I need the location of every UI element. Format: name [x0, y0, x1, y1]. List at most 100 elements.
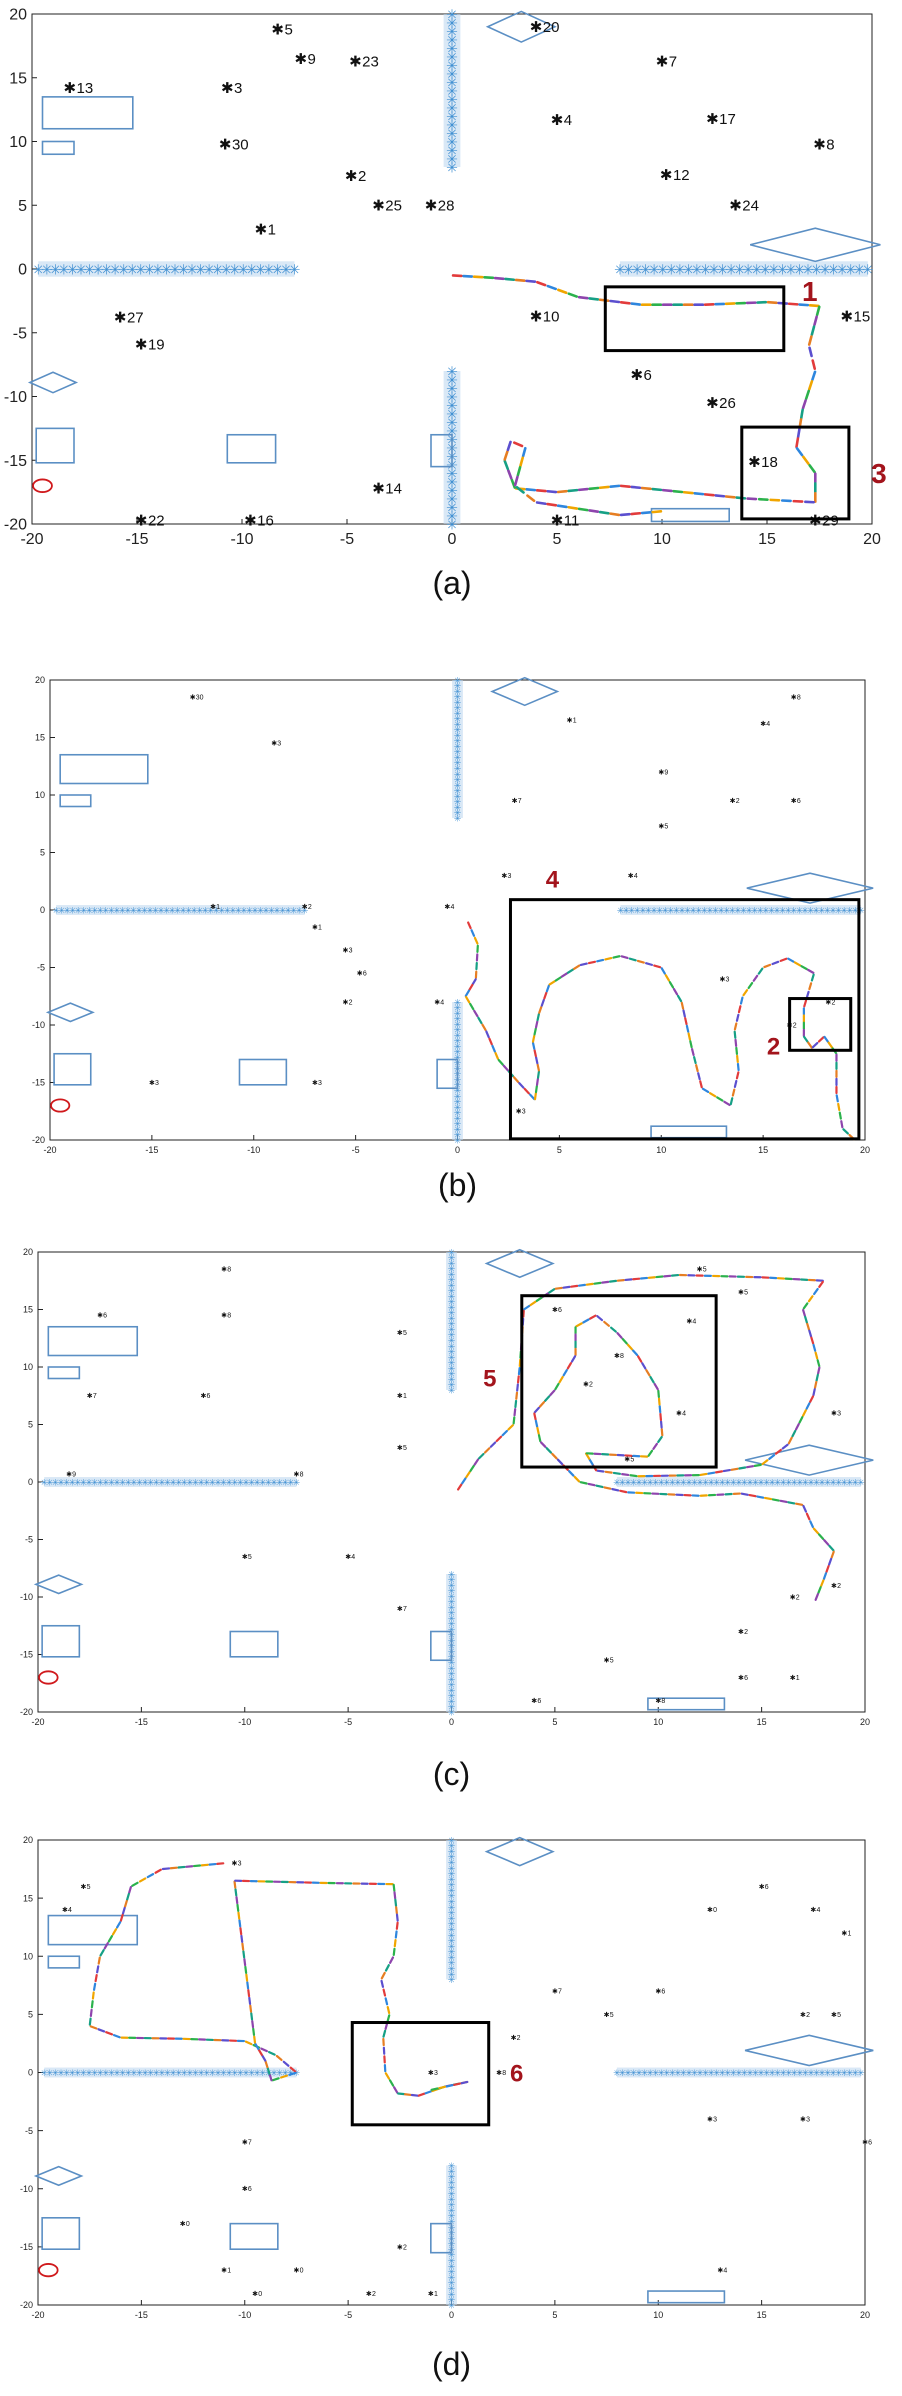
wall-marker: ✳ [235, 906, 243, 916]
wall-marker: ✳ [768, 262, 780, 278]
trajectory-segment [393, 1891, 397, 1900]
wall-marker: ✳ [695, 906, 703, 916]
landmark: ✱3 [221, 80, 242, 97]
trajectory-segment [200, 1863, 209, 1867]
y-tick-label: 5 [40, 848, 45, 858]
landmark-star: ✱ [200, 1392, 206, 1400]
wall-marker: ✳ [262, 906, 270, 916]
trajectory-segment [748, 1494, 757, 1498]
trajectory-segment [566, 1362, 573, 1370]
landmark-label: 11 [564, 512, 580, 529]
trajectory-segment [248, 1996, 252, 2005]
trajectory-segment [121, 1906, 126, 1915]
landmark: ✱3 [428, 2069, 438, 2077]
wall-marker: ✳ [448, 1293, 456, 1303]
trajectory-segment [97, 2028, 106, 2033]
trajectory-segment [766, 300, 778, 305]
wall-marker: ✳ [646, 1478, 654, 1488]
x-tick-label: 20 [860, 1717, 870, 1727]
wall-marker: ✳ [448, 1926, 456, 1936]
trajectory-segment [536, 1426, 540, 1436]
trajectory-segment [811, 1041, 819, 1049]
trajectory-segment [491, 1044, 496, 1053]
wall-marker: ✳ [74, 906, 82, 916]
trajectory-segment [468, 983, 474, 992]
trajectory-segment [827, 1041, 834, 1049]
landmark-markers: ✱30✱8✱1✱3✱4✱7✱9✱2✱6✱5✱4✱3✱1✱2✱4✱1✱3✱6✱2✱… [149, 694, 836, 1116]
wall-marker: ✳ [448, 2173, 456, 2183]
wall-marker: ✳ [152, 262, 164, 278]
wall-marker: ✳ [246, 262, 258, 278]
wall-marker: ✳ [446, 517, 458, 533]
landmark: ✱2 [825, 998, 835, 1006]
wall-marker: ✳ [130, 2069, 138, 2079]
wall-marker: ✳ [174, 906, 182, 916]
trajectory-segment [636, 1355, 643, 1363]
wall-marker: ✳ [852, 1478, 860, 1488]
highlight-box [508, 898, 861, 1141]
trajectory-segment [501, 1429, 509, 1437]
landmark: ✱5 [242, 1553, 252, 1561]
wall-marker: ✳ [448, 1836, 456, 1846]
wall-marker: ✳ [203, 1478, 211, 1488]
obstacle-rect [41, 1624, 81, 1658]
y-tick-label: -15 [4, 453, 27, 470]
highlight-label: 4 [546, 867, 560, 894]
landmark: ✱9 [658, 768, 668, 776]
wall-marker: ✳ [454, 1109, 462, 1119]
trajectory-segment [756, 1495, 765, 1499]
obstacle-walls: ✳✳✳✳✳✳✳✳✳✳✳✳✳✳✳✳✳✳✳✳✳✳✳✳✳✳✳✳✳✳✳✳✳✳✳✳✳✳✳✳… [40, 1836, 865, 2311]
wall-marker: ✳ [448, 1604, 456, 1614]
wall-marker: ✳ [446, 160, 458, 176]
landmark-star: ✱ [604, 2011, 610, 2019]
wall-marker: ✳ [80, 906, 88, 916]
x-tick-label: -10 [230, 531, 253, 548]
wall-marker: ✳ [700, 262, 712, 278]
landmark-label: 2 [589, 1382, 593, 1389]
landmark-label: 3 [434, 2070, 438, 2077]
landmark: ✱30 [219, 136, 249, 153]
landmark: ✱6 [791, 797, 801, 805]
trajectory-segment [672, 987, 679, 996]
wall-marker: ✳ [454, 1004, 462, 1014]
trajectory-segment [582, 1318, 590, 1324]
trajectory-segment [735, 1046, 739, 1055]
trajectory-segment [562, 1285, 571, 1289]
trajectory-segment [251, 2019, 255, 2029]
trajectory-segment [722, 1468, 731, 1473]
wall-marker: ✳ [32, 262, 44, 278]
wall-marker: ✳ [779, 906, 787, 916]
trajectory-segment [771, 960, 780, 966]
obstacle-rect [47, 1325, 139, 1357]
trajectory-segment [647, 1449, 654, 1457]
x-tick-label: 15 [758, 531, 776, 548]
trajectory-segment [640, 511, 652, 515]
trajectory-segment [820, 1579, 825, 1588]
highlight-label: 6 [510, 2061, 523, 2088]
trajectory-segment [587, 960, 597, 965]
landmark: ✱15 [841, 308, 871, 325]
wall-marker: ✳ [661, 906, 669, 916]
wall-marker: ✳ [657, 2069, 665, 2079]
trajectory-segment [823, 1539, 830, 1546]
obstacle-diamond [485, 10, 557, 43]
landmark: ✱26 [706, 395, 736, 412]
wall-marker: ✳ [185, 906, 193, 916]
wall-marker: ✳ [818, 906, 826, 916]
trajectory-segment [729, 1097, 734, 1106]
trajectory-segment [473, 1458, 480, 1466]
wall-marker: ✳ [774, 1478, 782, 1488]
wall-marker: ✳ [707, 2069, 715, 2079]
wall-marker: ✳ [813, 1478, 821, 1488]
trajectory-segment [243, 1957, 247, 1967]
obstacle-diamond [750, 227, 881, 263]
wall-marker: ✳ [446, 483, 458, 499]
x-tick-label: -15 [135, 1717, 148, 1727]
wall-marker: ✳ [454, 1087, 462, 1097]
landmark-star: ✱ [631, 367, 644, 384]
obstacle-rect [436, 1058, 459, 1090]
landmark: ✱4 [676, 1409, 686, 1417]
wall-marker: ✳ [192, 1478, 200, 1488]
trajectory-segment [621, 1337, 628, 1345]
